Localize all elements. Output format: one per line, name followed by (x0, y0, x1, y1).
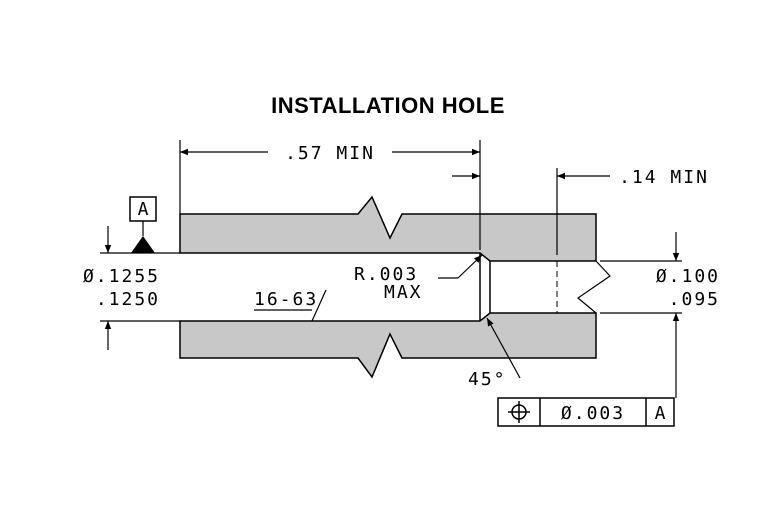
surface-finish-label: 16-63 (254, 289, 318, 310)
break-line (577, 260, 611, 314)
position-icon (508, 401, 530, 423)
bore-dia-upper: Ø.1255 (83, 266, 160, 287)
datum-label: A (138, 199, 149, 220)
feature-control-frame: Ø.003 A (497, 397, 675, 427)
bore-dia-lower: .1250 (96, 289, 160, 310)
small-dia-upper: Ø.100 (656, 266, 720, 287)
bottom-wall (179, 312, 597, 379)
chamfer-angle-label: 45° (468, 369, 507, 390)
top-wall (179, 195, 597, 262)
radius-label-line1: R.003 (354, 264, 418, 285)
radius-label-line2: MAX (384, 282, 423, 303)
datum-triangle-icon (131, 236, 155, 253)
small-dia-lower: .095 (669, 289, 720, 310)
length-min-label: .57 MIN (285, 143, 375, 164)
drawing-title: INSTALLATION HOLE (271, 93, 505, 118)
chamfer-leader (486, 317, 521, 379)
fcf-datum: A (655, 403, 666, 424)
step-min-label: .14 MIN (619, 167, 709, 188)
radius-leader (457, 254, 483, 279)
fcf-tolerance: Ø.003 (561, 403, 625, 424)
finish-leader (311, 289, 327, 322)
